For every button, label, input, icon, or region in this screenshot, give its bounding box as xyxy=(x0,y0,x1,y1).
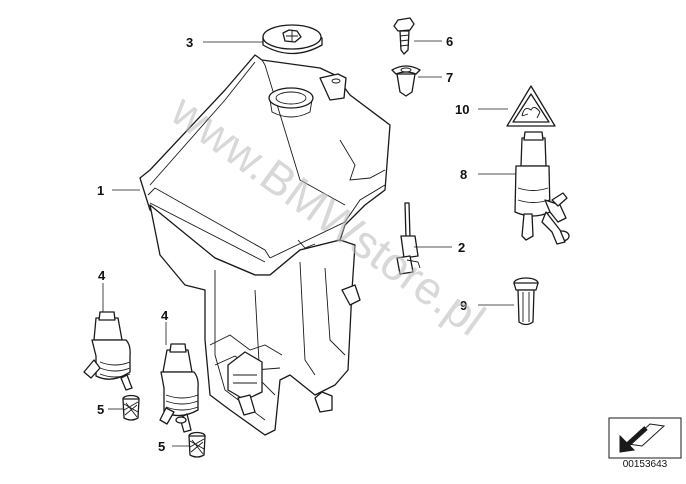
leader-lines xyxy=(102,40,516,447)
headlight-washer-pump[interactable] xyxy=(514,131,570,245)
callout-9: 9 xyxy=(460,298,467,313)
windshield-washer-pump-right[interactable] xyxy=(159,343,199,433)
callout-4-left: 4 xyxy=(98,268,106,283)
hex-screw[interactable] xyxy=(393,17,415,55)
callout-2: 2 xyxy=(458,240,465,255)
callout-3: 3 xyxy=(186,35,193,50)
callout-8: 8 xyxy=(460,167,467,182)
windshield-washer-pump-left[interactable] xyxy=(83,311,133,391)
washer-fluid-reservoir[interactable] xyxy=(139,54,391,436)
fluid-level-sensor[interactable] xyxy=(396,202,421,275)
callout-5-upper: 5 xyxy=(97,402,104,417)
callout-4-center: 4 xyxy=(161,308,169,323)
callout-7: 7 xyxy=(446,70,453,85)
pump-filter-upper[interactable] xyxy=(122,394,140,421)
catalog-number: 00153643 xyxy=(622,459,668,470)
callout-6: 6 xyxy=(446,34,453,49)
arrow-icon xyxy=(619,423,666,453)
callout-5-lower: 5 xyxy=(158,439,165,454)
callout-1: 1 xyxy=(97,183,104,198)
expanding-nut[interactable] xyxy=(391,65,421,97)
callout-10: 10 xyxy=(455,102,469,117)
filler-cap[interactable] xyxy=(262,24,323,55)
callout-labels: 1 2 3 4 4 5 5 6 7 8 9 10 xyxy=(97,34,469,454)
warning-triangle-icon xyxy=(506,85,556,127)
fluid-strainer[interactable] xyxy=(513,277,539,326)
diagram-nav-box[interactable] xyxy=(608,417,682,459)
pump-filter-lower[interactable] xyxy=(188,431,206,458)
